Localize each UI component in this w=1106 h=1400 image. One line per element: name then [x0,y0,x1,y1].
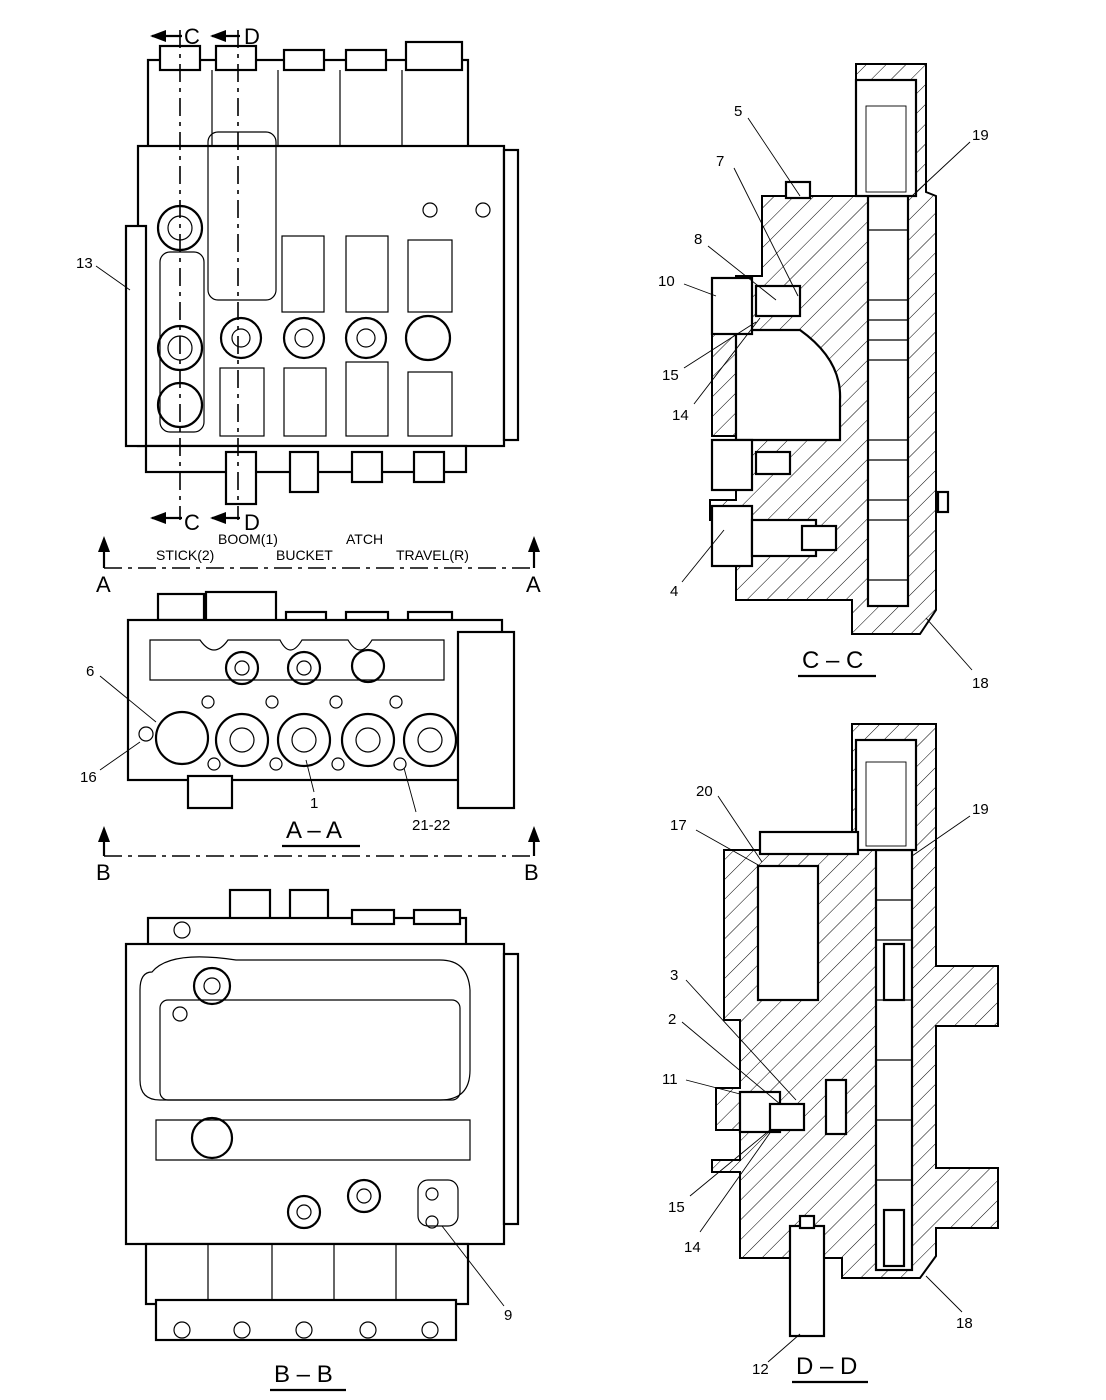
callout-14-dd: 14 [684,1239,701,1256]
callout-1: 1 [310,795,318,812]
callout-13: 13 [76,255,93,272]
callout-8-cc: 8 [694,231,702,248]
callout-5-cc: 5 [734,103,742,120]
caption-a-a: A – A [286,817,342,844]
cut-label-c-bottom: C [184,510,200,535]
callout-20-dd: 20 [696,783,713,800]
callout-10-cc: 10 [658,273,675,290]
slot-label-travel-r: TRAVEL(R) [396,547,469,563]
caption-b-b: B – B [274,1361,333,1388]
callout-2-dd: 2 [668,1011,676,1028]
slot-label-boom1: BOOM(1) [218,531,278,547]
section-b-marker: B B [96,826,540,885]
slot-label-atch: ATCH [346,531,383,547]
cut-label-d-top: D [244,24,260,49]
section-letter-b-right: B [524,860,539,885]
callout-15-cc: 15 [662,367,679,384]
callout-19-dd: 19 [972,801,989,818]
callout-3-dd: 3 [670,967,678,984]
callout-9: 9 [504,1307,512,1324]
caption-c-c: C – C [802,647,863,674]
callout-19-cc: 19 [972,127,989,144]
section-letter-b-left: B [96,860,111,885]
section-a-marker: BOOM(1) ATCH STICK(2) BUCKET TRAVEL(R) A… [96,531,541,597]
callout-17-dd: 17 [670,817,687,834]
slot-label-bucket: BUCKET [276,547,333,563]
cut-label-d-bottom: D [244,510,260,535]
callout-15-dd: 15 [668,1199,685,1216]
callout-16: 16 [80,769,97,786]
callout-21-22: 21-22 [412,817,450,834]
callout-11-dd: 11 [662,1071,678,1088]
callout-12-dd: 12 [752,1361,769,1378]
callout-18-dd: 18 [956,1315,973,1332]
slot-label-stick2: STICK(2) [156,547,214,563]
top-view: C D C D 13 [76,24,520,535]
view-c-c: 5 19 7 8 10 15 14 4 18 C – C [658,63,989,692]
section-letter-a-left: A [96,572,111,597]
section-letter-a-right: A [526,572,541,597]
cut-label-c-top: C [184,24,200,49]
callout-18-cc: 18 [972,675,989,692]
view-b-b: 9 B – B [124,888,520,1392]
view-a-a: 6 16 1 21-22 A – A [80,590,516,848]
view-d-d: 20 17 19 3 2 11 15 14 18 12 D – D [662,723,999,1384]
callout-14-cc: 14 [672,407,689,424]
callout-4-cc: 4 [670,583,678,600]
callout-7-cc: 7 [716,153,724,170]
callout-6: 6 [86,663,94,680]
caption-d-d: D – D [796,1353,857,1380]
